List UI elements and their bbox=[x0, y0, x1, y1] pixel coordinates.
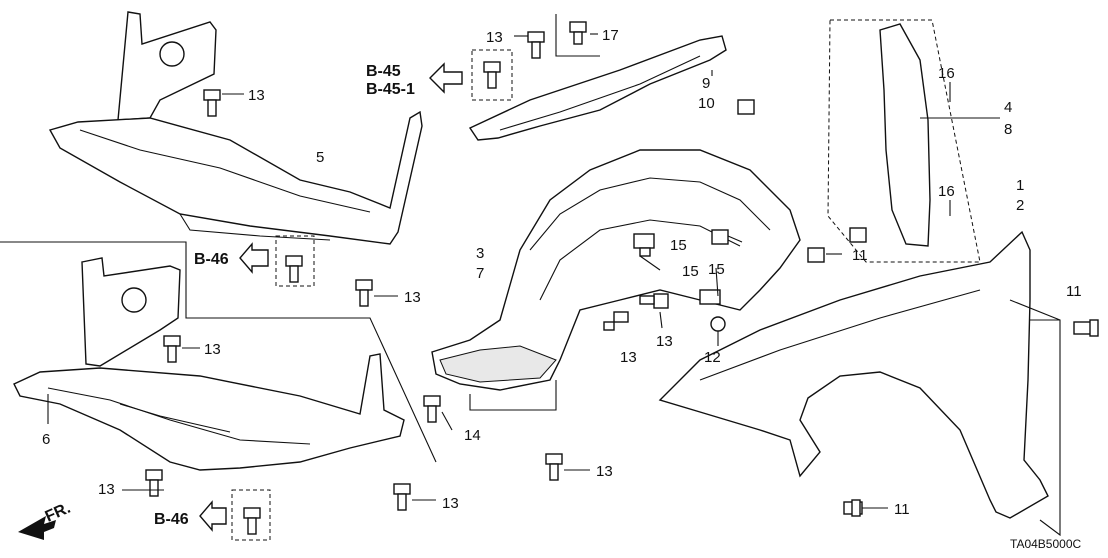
diagram-code: TA04B5000C bbox=[1010, 537, 1081, 551]
front-direction-label: FR. bbox=[43, 500, 73, 526]
clip-icon bbox=[145, 21, 1099, 535]
ref-arrow-b46-lower bbox=[199, 500, 227, 532]
callout-11: 11 bbox=[1066, 283, 1082, 300]
callout-7: 7 bbox=[476, 265, 484, 282]
callout-13: 13 bbox=[486, 29, 503, 46]
callout-15: 15 bbox=[670, 237, 687, 254]
inner-fender-liner bbox=[431, 149, 801, 391]
ref-label-b46: B-46 bbox=[194, 251, 229, 268]
ref-label-b46: B-46 bbox=[154, 511, 189, 528]
clip-detail-bracket bbox=[555, 14, 600, 57]
ref-arrow-b46-upper bbox=[239, 242, 269, 274]
clip-detail-box-mid bbox=[275, 235, 315, 287]
callout-11: 11 bbox=[894, 501, 910, 518]
callout-12: 12 bbox=[704, 349, 721, 366]
clip-detail-box-lower bbox=[231, 489, 271, 541]
callout-8: 8 bbox=[1004, 121, 1012, 138]
fender-bracket bbox=[827, 19, 981, 263]
callout-9: 9 bbox=[702, 75, 710, 92]
ref-arrow-b45 bbox=[429, 62, 463, 94]
callout-13: 13 bbox=[204, 341, 221, 358]
clip-detail-box-upper bbox=[471, 49, 513, 101]
ref-label-b45-1: B-45-1 bbox=[366, 81, 415, 98]
callout-13: 13 bbox=[98, 481, 115, 498]
callout-13: 13 bbox=[442, 495, 459, 512]
callout-14: 14 bbox=[464, 427, 481, 444]
callout-5: 5 bbox=[316, 149, 324, 166]
callout-3: 3 bbox=[476, 245, 484, 262]
fender-rail bbox=[468, 35, 727, 141]
callout-16: 16 bbox=[938, 183, 955, 200]
callout-13: 13 bbox=[656, 333, 673, 350]
callout-13: 13 bbox=[248, 87, 265, 104]
callout-13: 13 bbox=[620, 349, 637, 366]
callout-13: 13 bbox=[596, 463, 613, 480]
leader-lines bbox=[47, 33, 1061, 537]
callout-16: 16 bbox=[938, 65, 955, 82]
callout-4: 4 bbox=[1004, 99, 1012, 116]
callout-6: 6 bbox=[42, 431, 50, 448]
section-border bbox=[0, 241, 437, 463]
callout-10: 10 bbox=[698, 95, 715, 112]
upper-splash-shield bbox=[48, 11, 423, 245]
callout-15: 15 bbox=[708, 261, 725, 278]
callout-11: 11 bbox=[852, 247, 868, 264]
ref-label-b45: B-45 bbox=[366, 63, 401, 80]
callout-13: 13 bbox=[404, 289, 421, 306]
callout-1: 1 bbox=[1016, 177, 1024, 194]
front-direction-arrow-icon bbox=[18, 516, 56, 540]
callout-15: 15 bbox=[682, 263, 699, 280]
lower-splash-shield bbox=[13, 257, 405, 471]
callout-17: 17 bbox=[602, 27, 619, 44]
front-fender-panel bbox=[658, 230, 1049, 519]
callout-2: 2 bbox=[1016, 197, 1024, 214]
